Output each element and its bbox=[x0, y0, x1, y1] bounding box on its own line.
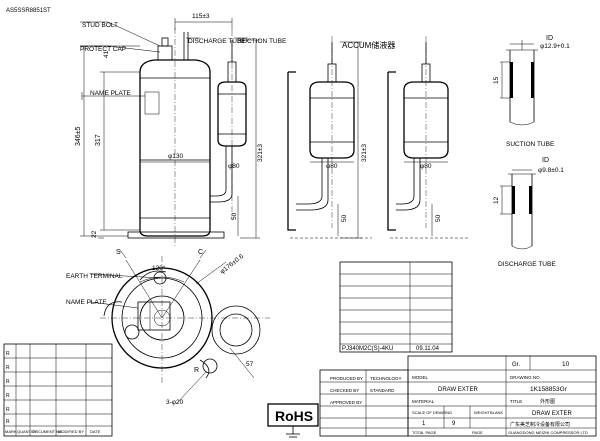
rev-mark-6: R bbox=[6, 419, 10, 425]
drawing-no-label: DRAWING NO. bbox=[510, 375, 541, 380]
top-view-r-mark: R bbox=[194, 367, 199, 374]
discharge-tube-detail bbox=[500, 169, 536, 250]
dim-dia80-c: φ80 bbox=[420, 163, 432, 170]
blank-label: BLANK bbox=[490, 410, 503, 415]
title-label: TITLE bbox=[510, 399, 522, 404]
stud-bolt-label: STUD BOLT bbox=[82, 22, 118, 29]
scale-value: 1 bbox=[422, 421, 426, 427]
dim-57: 57 bbox=[246, 361, 254, 368]
dim-angle120: 120° bbox=[152, 264, 166, 272]
checked-by-label: CHECKED BY bbox=[330, 388, 359, 393]
revision-table bbox=[3, 343, 113, 437]
rev-mark-4: R bbox=[6, 393, 10, 399]
dim-total-height: 346±5 bbox=[75, 126, 82, 146]
dim-12: 12 bbox=[493, 196, 500, 204]
rev-mark-2: R bbox=[6, 365, 10, 371]
title-block bbox=[407, 355, 597, 437]
dim-50-a: 50 bbox=[231, 212, 238, 220]
discharge-tube-label: DISCHARGE TUBE bbox=[188, 38, 246, 45]
id-label-discharge: ID bbox=[542, 157, 549, 164]
dim-holes: 3-φ20 bbox=[166, 399, 184, 406]
rev-mark-1: R bbox=[6, 351, 10, 357]
model-label: MODEL bbox=[412, 375, 429, 380]
rev-col-modified: MODIFIED BY bbox=[58, 429, 84, 434]
gr-label: Gr. bbox=[512, 362, 520, 368]
rohs-text: RoHS bbox=[275, 408, 313, 424]
name-plate-label: NAME PLATE bbox=[90, 90, 131, 97]
total-page-label: TOTAL PAGE bbox=[412, 430, 437, 435]
model-table-date: 09.11.04 bbox=[416, 346, 440, 352]
rohs-badge bbox=[267, 403, 319, 438]
protect-cap-label: PROTECT CAP bbox=[80, 46, 126, 53]
approved-by-label: APPROVED BY bbox=[330, 400, 362, 405]
title-value-cn: 外形图 bbox=[540, 398, 555, 405]
drawing-no-value: 1K158853Gr bbox=[530, 386, 568, 393]
earth-terminal-label: EARTH TERMINAL bbox=[66, 273, 123, 280]
accum-label: ACCUM储液器 bbox=[342, 40, 395, 50]
rev-mark-3: R bbox=[6, 379, 10, 385]
discharge-tube-detail-label: DISCHARGE TUBE bbox=[498, 261, 556, 268]
produced-by-label: PRODUCED BY bbox=[330, 376, 363, 381]
scale-ratio: 9 bbox=[452, 421, 456, 427]
rev-col-mark: MARK bbox=[5, 429, 17, 434]
dim-dia80-a: φ80 bbox=[228, 163, 240, 170]
standard-by-label: STANDARD bbox=[370, 388, 395, 393]
suction-tube-detail-label: SUCTION TUBE bbox=[506, 141, 555, 148]
rev-col-date: DATE bbox=[90, 429, 101, 434]
material-label: MATERIAL bbox=[412, 399, 435, 404]
dim-15: 15 bbox=[493, 76, 500, 84]
gr-value: 10 bbox=[562, 361, 570, 368]
model-value: DRAW EXTER bbox=[438, 387, 478, 393]
dim-body-height: 317 bbox=[95, 134, 102, 146]
dim-50-c: 50 bbox=[435, 214, 442, 222]
id-label-suction: ID bbox=[546, 35, 553, 42]
compressor-top-view bbox=[89, 249, 270, 405]
scale-label: SCALE OF DRAWING bbox=[412, 410, 452, 415]
dim-top-width: 115±3 bbox=[192, 13, 210, 20]
company-name-en: GUANGDONG MEIZHI COMPRESSOR LTD bbox=[508, 430, 588, 435]
suction-tube-label: SUCTION TUBE bbox=[238, 38, 287, 45]
rev-mark-5: R bbox=[6, 407, 10, 413]
accumulator-view-middle bbox=[287, 36, 372, 239]
rev-col-doc: DOCUMENT NO. bbox=[32, 429, 63, 434]
model-table bbox=[339, 261, 453, 353]
dim-41: 41 bbox=[103, 50, 110, 58]
weight-label: WEIGHT bbox=[474, 410, 491, 415]
suction-tube-detail bbox=[500, 40, 538, 126]
top-view-s-mark: S bbox=[116, 249, 121, 256]
accumulator-view-right bbox=[387, 36, 470, 239]
company-name: 广东美芝制冷设备有限公司 bbox=[510, 421, 570, 428]
dim-22: 22 bbox=[91, 230, 98, 238]
dim-321-a: 321±3 bbox=[257, 144, 264, 162]
top-view-c-mark: C bbox=[198, 249, 203, 256]
model-table-model: PJ340M2C(S)-4KU bbox=[342, 346, 393, 352]
name-plate-2-label: NAME PLATE bbox=[66, 299, 107, 306]
corner-code: AS5SSR8851ST bbox=[6, 8, 51, 14]
compressor-side-view bbox=[80, 18, 260, 248]
dim-321-b: 321±3 bbox=[361, 144, 368, 162]
page-label: PAGE bbox=[472, 430, 483, 435]
dim-50-b: 50 bbox=[341, 214, 348, 222]
title-value: DRAW EXTER bbox=[532, 411, 572, 417]
dim-dia80-b: φ80 bbox=[326, 163, 338, 170]
dim-id-suction: φ12.9+0.1 bbox=[540, 43, 570, 50]
dim-id-discharge: φ9.8±0.1 bbox=[538, 167, 564, 174]
rev-col-qty: QUANTITY bbox=[17, 429, 38, 434]
dim-dia130: φ130 bbox=[168, 153, 183, 160]
technology-by-label: TECHNOLOGY bbox=[370, 376, 402, 381]
